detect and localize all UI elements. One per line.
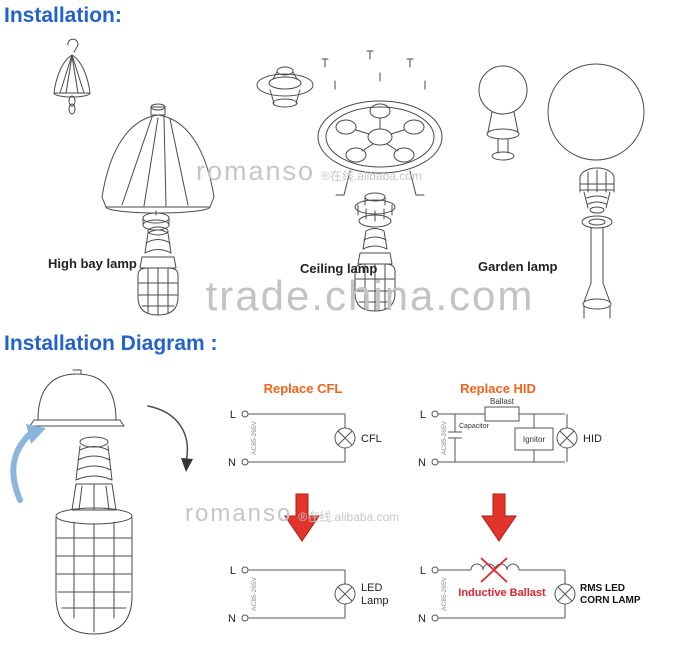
- install-arrow-blue-head: [26, 424, 46, 444]
- ballast-crossed-out-icon: [480, 557, 508, 583]
- hid-voltage-label: AC85-265V: [441, 421, 448, 455]
- rotate-arrow-black-head: [181, 458, 193, 472]
- led-line-label: L: [230, 565, 236, 577]
- install-arrow-blue: [10, 429, 35, 503]
- installation-diagram-heading: Installation Diagram :: [4, 332, 218, 355]
- corn-lamp-install-illustration: [10, 369, 193, 635]
- down-arrow-right: [481, 493, 517, 542]
- rms-lamp-label-2: CORN LAMP: [580, 595, 641, 606]
- installation-heading: Installation:: [4, 4, 122, 27]
- high-bay-hook-and-canopy: [53, 38, 91, 115]
- led-voltage-label: AC85-265V: [251, 577, 258, 611]
- replace-hid-title: Replace HID: [460, 381, 536, 396]
- rms-corn-lamp-circuit: L N AC85-265V Inductive Ballast RMS LED …: [418, 557, 641, 625]
- ceiling-socket-adapter: [354, 192, 396, 228]
- high-bay-shade: [101, 103, 215, 214]
- garden-lamp-label: Garden lamp: [478, 259, 558, 274]
- garden-corn-bulb: [579, 167, 615, 214]
- corn-lamp-body: [55, 436, 133, 635]
- rms-neutral-label: N: [418, 613, 426, 625]
- high-bay-corn-bulb: [137, 226, 179, 316]
- circuit-diagrams: Replace CFL L N AC85-265V CFL Replace HI…: [228, 381, 641, 625]
- ceiling-mount-bracket: [256, 50, 414, 108]
- cfl-lamp-label: CFL: [361, 433, 382, 445]
- garden-lamp-illustration: [478, 63, 645, 319]
- hid-lamp-label: HID: [583, 433, 602, 445]
- ceiling-socket-canopy: [29, 369, 125, 427]
- led-lamp-label-2: Lamp: [361, 595, 389, 607]
- hid-capacitor-label: Capacitor: [459, 423, 490, 430]
- garden-small-globe: [478, 65, 528, 161]
- rms-lamp-label-1: RMS LED: [580, 583, 625, 594]
- cfl-line-label: L: [230, 409, 236, 421]
- down-arrow-left: [284, 493, 320, 542]
- led-neutral-label: N: [228, 613, 236, 625]
- high-bay-lamp-label: High bay lamp: [48, 256, 137, 271]
- ceiling-lamp-illustration: [256, 50, 443, 312]
- replace-hid-circuit: Replace HID L N AC85-265V Ballast Capaci…: [418, 381, 602, 469]
- replace-cfl-circuit: Replace CFL L N AC85-265V CFL: [228, 381, 382, 469]
- cfl-voltage-label: AC85-265V: [251, 421, 258, 455]
- hid-ignitor-label: Ignitor: [523, 435, 546, 444]
- cfl-neutral-label: N: [228, 457, 236, 469]
- led-lamp-label-1: LED: [361, 582, 382, 594]
- ceiling-cage: [317, 72, 443, 196]
- ceiling-corn-bulb: [354, 228, 396, 312]
- garden-pole: [581, 215, 613, 319]
- led-lamp-circuit: L N AC85-265V LED Lamp: [228, 565, 388, 625]
- rotate-arrow-black: [147, 405, 188, 463]
- hid-line-label: L: [420, 409, 426, 421]
- hid-ballast-label: Ballast: [490, 397, 515, 406]
- high-bay-lamp-illustration: [53, 38, 215, 316]
- inductive-ballast-label: Inductive Ballast: [458, 587, 546, 599]
- replace-cfl-title: Replace CFL: [264, 381, 343, 396]
- garden-large-globe: [547, 63, 645, 161]
- hid-neutral-label: N: [418, 457, 426, 469]
- rms-voltage-label: AC85-265V: [441, 577, 448, 611]
- high-bay-adapter: [142, 210, 170, 231]
- ceiling-lamp-label: Ceiling lamp: [300, 261, 378, 276]
- rms-line-label: L: [420, 565, 426, 577]
